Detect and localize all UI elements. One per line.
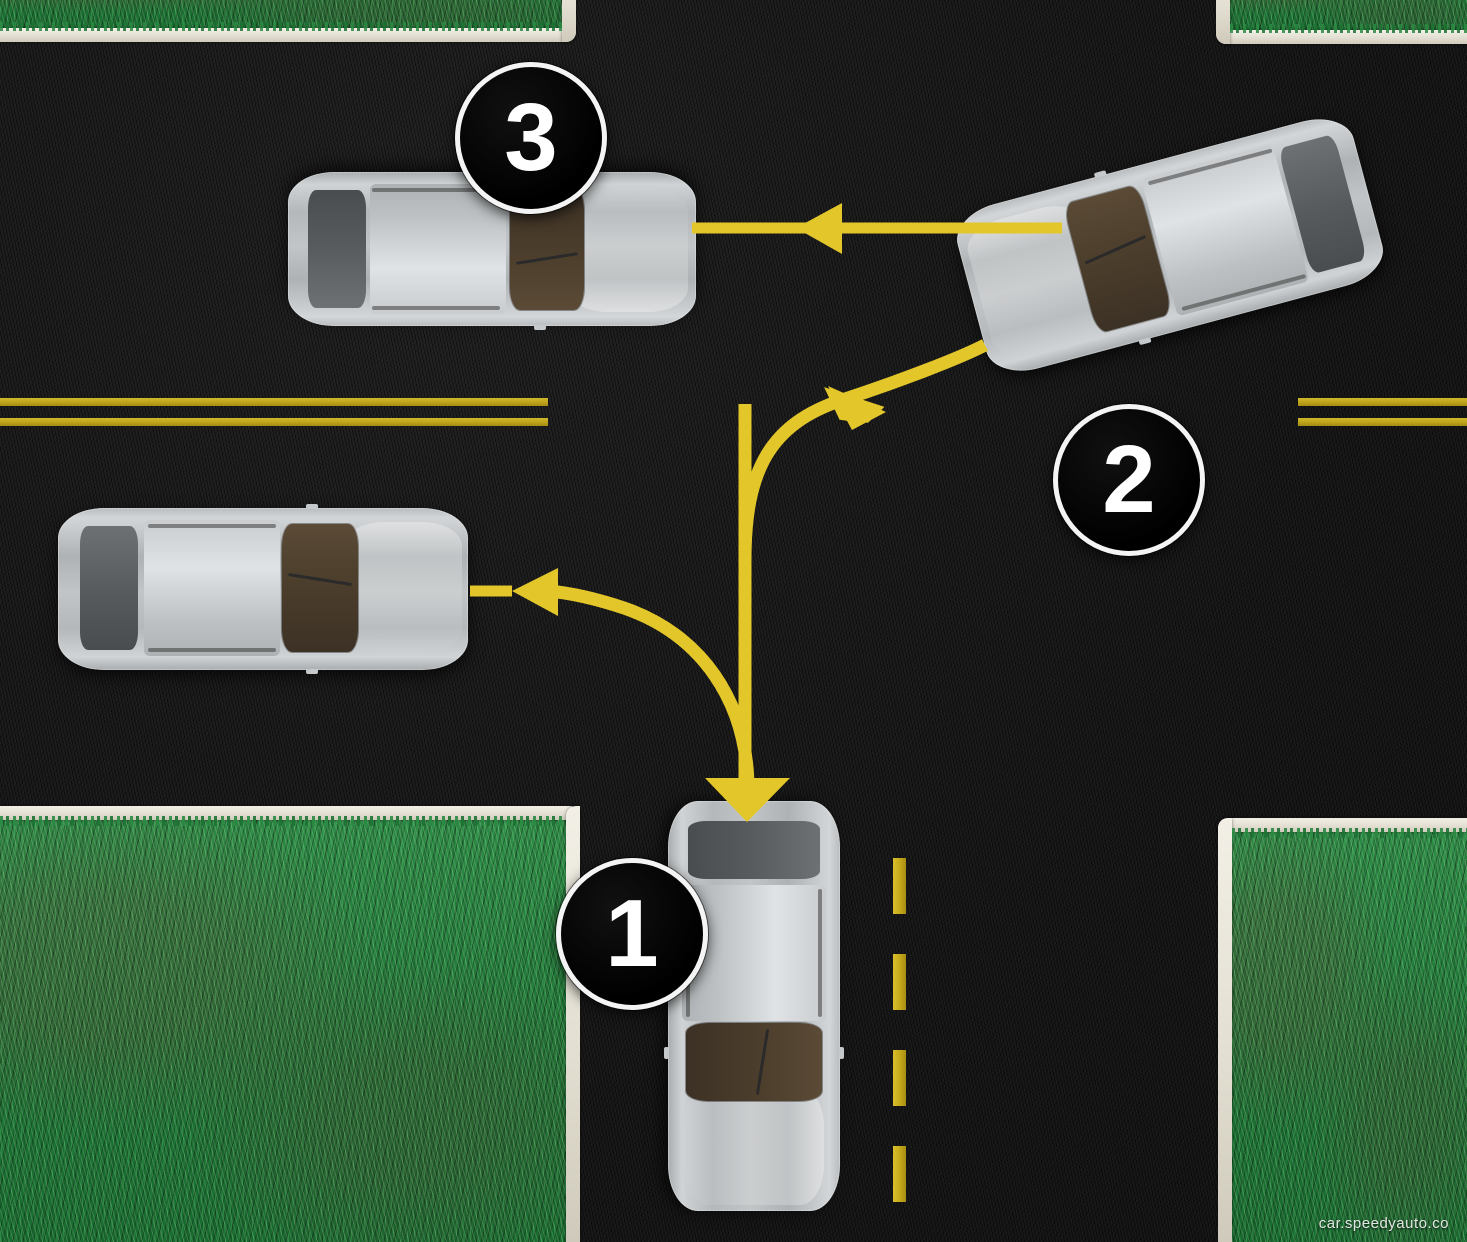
- car-hood-sheen: [684, 1087, 824, 1205]
- badge-1[interactable]: 1: [556, 858, 708, 1010]
- side-mirror-left: [534, 325, 546, 330]
- curb-top-right-vertical: [1216, 0, 1230, 44]
- double-yellow-line-right-upper: [1298, 398, 1467, 406]
- car-roof: [370, 184, 506, 314]
- badge-3[interactable]: 3: [455, 62, 607, 214]
- grass-bottom-right: [1232, 830, 1467, 1242]
- double-yellow-line-left-lower: [0, 418, 548, 426]
- curb-top-left-horizontal: [0, 28, 576, 42]
- grass-fringe-top-right: [1230, 24, 1467, 33]
- side-mirror-left: [306, 504, 318, 509]
- door-trim-upper: [818, 889, 822, 1017]
- rear-window: [80, 526, 138, 650]
- center-dash-2: [893, 954, 906, 1010]
- car-southbound-numbered-1[interactable]: [664, 801, 844, 1211]
- car-hood-sheen: [568, 188, 688, 312]
- curb-bottom-left-vertical: [566, 806, 580, 1242]
- windshield: [282, 524, 358, 652]
- car-roof: [144, 520, 280, 656]
- windshield: [686, 1023, 822, 1101]
- grass-fringe-bottom-right: [1232, 828, 1467, 838]
- badge-2[interactable]: 2: [1053, 404, 1205, 556]
- side-mirror-left: [839, 1047, 844, 1059]
- grass-fringe-top-left: [0, 22, 562, 31]
- center-dash-4: [893, 1146, 906, 1202]
- rear-window: [308, 190, 366, 308]
- car-eastbound-unnumbered[interactable]: [58, 504, 468, 674]
- side-mirror-right: [664, 1047, 669, 1059]
- door-trim-upper: [372, 306, 500, 310]
- watermark: car.speedyauto.co: [1318, 1215, 1449, 1232]
- grass-fringe-bottom-left: [0, 816, 562, 826]
- double-yellow-line-right-lower: [1298, 418, 1467, 426]
- door-trim-lower: [148, 648, 276, 652]
- rear-window: [688, 821, 820, 879]
- grass-bottom-left: [0, 818, 566, 1242]
- side-mirror-right: [306, 669, 318, 674]
- double-yellow-line-left-upper: [0, 398, 548, 406]
- car-hood-sheen: [344, 522, 462, 654]
- curb-top-left-vertical: [562, 0, 576, 42]
- center-dash-3: [893, 1050, 906, 1106]
- door-trim-upper: [148, 524, 276, 528]
- center-dash-1: [893, 858, 906, 914]
- curb-top-right-horizontal: [1216, 30, 1467, 44]
- curb-bottom-right-vertical: [1218, 818, 1232, 1242]
